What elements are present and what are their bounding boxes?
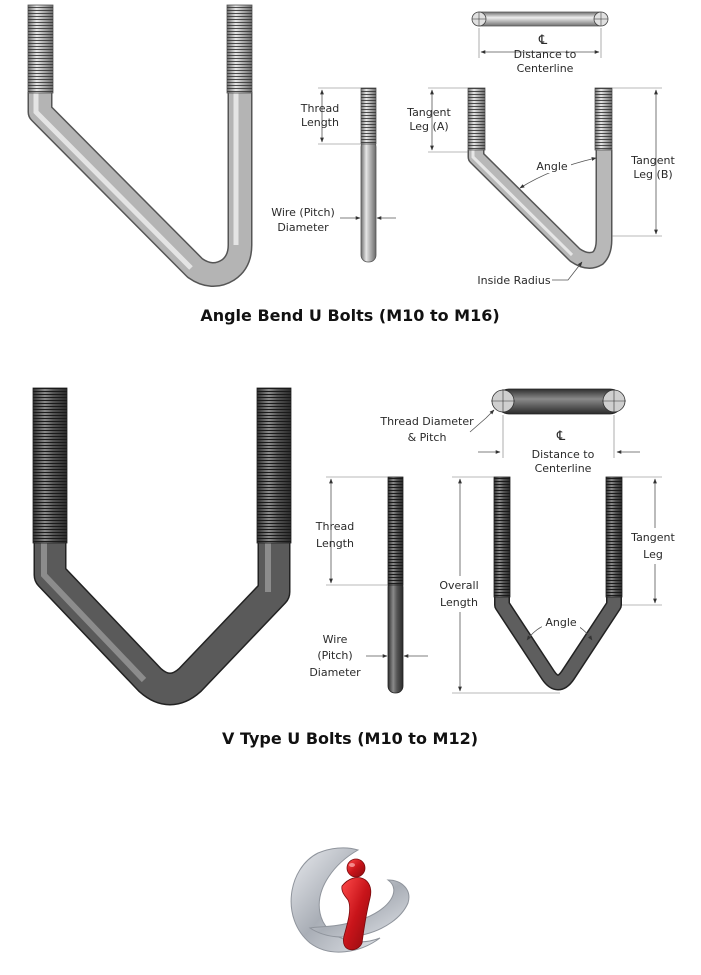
v-type-top-view: ℄ Distance to Centerline Thread Diameter… <box>379 388 640 475</box>
angle-bend-top-view: ℄ Distance to Centerline <box>471 11 609 75</box>
label-distance-centerline-4: Centerline <box>535 462 592 475</box>
label-distance-centerline-3: Distance to <box>532 448 595 461</box>
label-inside-radius: Inside Radius <box>477 274 550 287</box>
label-wire-diameter-5: Diameter <box>309 666 361 679</box>
label-distance-centerline-1: Distance to <box>514 48 577 61</box>
caption-angle-bend: Angle Bend U Bolts (M10 to M16) <box>200 306 499 325</box>
label-angle-1: Angle <box>536 160 568 173</box>
v-type-dimension-view: Overall Length Tangent Leg Angle <box>436 476 680 694</box>
label-tangent-leg-2: Leg <box>643 548 663 561</box>
v-type-side-view: Thread Length Wire (Pitch) Diameter <box>309 476 428 694</box>
label-wire-diameter-3: Wire <box>323 633 348 646</box>
label-tangent-leg-a-2: Leg (A) <box>409 120 448 133</box>
label-tangent-leg-b-1: Tangent <box>630 154 675 167</box>
angle-bend-dimension-view: Tangent Leg (A) Tangent Leg (B) Angle In… <box>406 87 676 287</box>
label-tangent-leg-a-1: Tangent <box>406 106 451 119</box>
v-type-u-bolt-large <box>32 387 292 706</box>
label-tangent-leg-1: Tangent <box>630 531 675 544</box>
label-thread-diameter-1: Thread Diameter <box>379 415 474 428</box>
centerline-symbol-2: ℄ <box>556 429 566 444</box>
label-distance-centerline-2: Centerline <box>517 62 574 75</box>
label-thread-length-2: Length <box>301 116 339 129</box>
label-thread-length-4: Length <box>316 537 354 550</box>
label-angle-2: Angle <box>545 616 577 629</box>
label-thread-length-3: Thread <box>315 520 354 533</box>
label-wire-diameter-4: (Pitch) <box>317 649 352 662</box>
label-thread-diameter-2: & Pitch <box>408 431 447 444</box>
caption-v-type: V Type U Bolts (M10 to M12) <box>222 729 478 748</box>
company-logo-icon <box>290 847 410 953</box>
label-wire-diameter-2: Diameter <box>277 221 329 234</box>
label-overall-length-1: Overall <box>439 579 478 592</box>
label-wire-diameter-1: Wire (Pitch) <box>271 206 335 219</box>
centerline-symbol-1: ℄ <box>538 33 548 48</box>
label-thread-length-1: Thread <box>300 102 339 115</box>
angle-bend-side-view: Thread Length Wire (Pitch) Diameter <box>271 87 396 263</box>
label-tangent-leg-b-2: Leg (B) <box>633 168 672 181</box>
label-overall-length-2: Length <box>440 596 478 609</box>
angle-bend-u-bolt-large <box>27 4 253 287</box>
